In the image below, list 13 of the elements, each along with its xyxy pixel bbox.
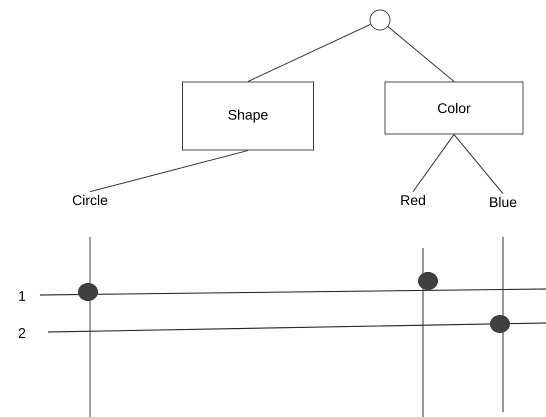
connector-line	[248, 24, 371, 82]
connector-line	[90, 150, 248, 192]
value-label: Red	[401, 194, 425, 206]
row-number: 1	[19, 291, 26, 301]
connector-line	[454, 134, 504, 194]
value-label: Circle	[72, 194, 108, 206]
connector-line	[388, 26, 454, 82]
root-circle	[370, 10, 390, 30]
category-box: Color	[384, 82, 524, 134]
category-box: Shape	[182, 82, 314, 150]
value-label: Blue	[490, 196, 516, 208]
row-number: 2	[18, 328, 26, 338]
connector-line	[412, 134, 454, 192]
